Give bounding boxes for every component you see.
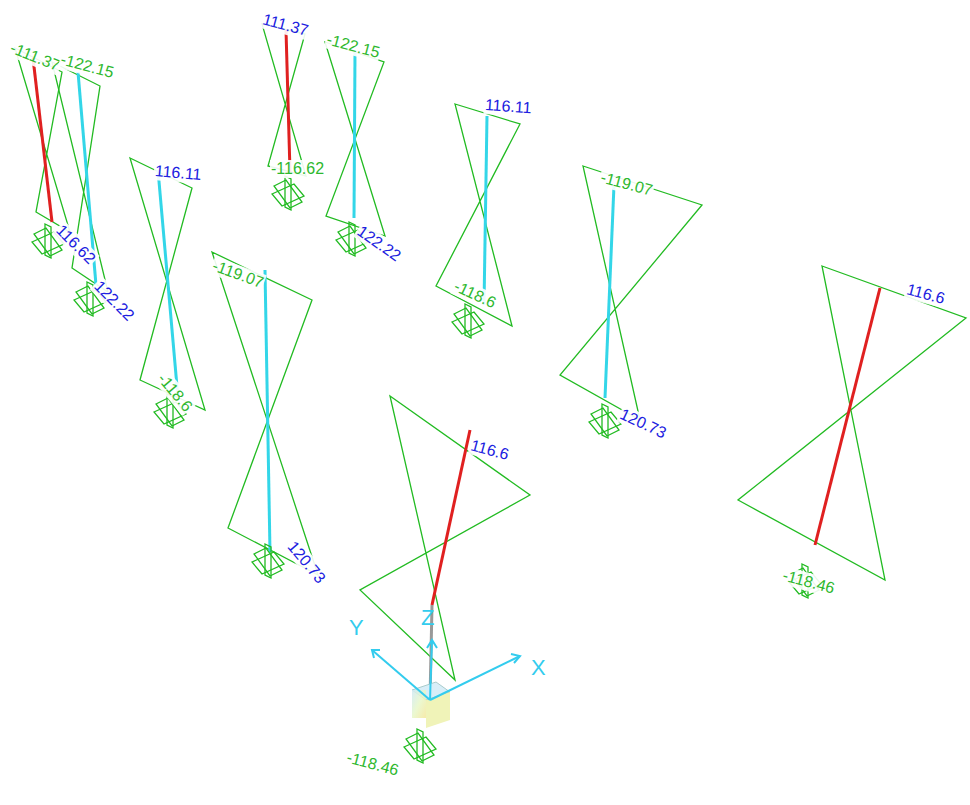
moment-value: -116.62 — [270, 160, 325, 178]
moment-value: 122.22 — [90, 277, 139, 326]
moment-value: -118.46 — [344, 748, 402, 780]
moment-value: -119.07 — [209, 257, 267, 293]
axis-label: X — [530, 656, 547, 680]
moment-value: -122.15 — [324, 30, 383, 62]
moment-value: -119.07 — [598, 168, 656, 200]
moment-value: 116.6 — [468, 436, 512, 464]
column-member — [33, 30, 880, 700]
moment-value: 122.22 — [353, 222, 405, 266]
support-symbol — [32, 176, 821, 763]
axis-triad — [372, 640, 520, 728]
moment-value: 120.73 — [283, 537, 330, 588]
moment-value: -118.6 — [450, 277, 499, 313]
moment-value: 116.11 — [153, 162, 203, 184]
axis-label: Y — [348, 616, 365, 640]
moment-value: 120.73 — [616, 405, 670, 443]
axis-label: Z — [420, 606, 435, 630]
moment-value: 116.11 — [483, 96, 533, 117]
moment-diagram — [15, 24, 966, 680]
moment-value: -122.15 — [58, 50, 117, 82]
